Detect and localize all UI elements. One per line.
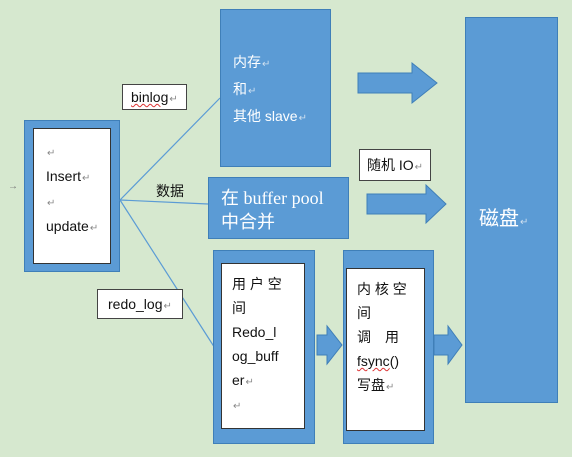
arrow-memory-to-disk xyxy=(357,61,438,105)
user-space-line3: Redo_l xyxy=(232,324,277,340)
enter-mark: ↵ xyxy=(163,301,172,312)
line-to-buffer-pool xyxy=(119,199,209,205)
user-space-line5: er xyxy=(232,372,245,388)
kernel-line6: 写盘 xyxy=(357,377,385,393)
enter-mark: ↵ xyxy=(82,173,91,184)
redo-log-label: redo_log↵ xyxy=(97,289,183,319)
enter-mark: ↵ xyxy=(248,86,257,97)
user-space-inner: 用 户 空 间 Redo_l og_buff er↵ ↵ xyxy=(221,263,305,429)
enter-mark: ↵ xyxy=(47,198,56,209)
enter-mark: ↵ xyxy=(262,59,271,70)
kernel-line2: 间 xyxy=(357,305,371,321)
source-box-inner: ↵ Insert↵ ↵ update↵ xyxy=(33,128,111,264)
enter-mark: ↵ xyxy=(386,382,395,393)
disk-box: 磁盘↵ xyxy=(465,17,558,403)
user-space-line1: 用 户 空 xyxy=(232,276,282,292)
arrow-user-to-kernel xyxy=(316,324,343,366)
kernel-line3: 调 用 xyxy=(357,329,399,345)
enter-mark: ↵ xyxy=(169,94,178,105)
kernel-line4: fsync xyxy=(357,353,390,369)
kernel-line5: () xyxy=(389,353,400,369)
arrow-kernel-to-disk xyxy=(433,324,463,366)
line-to-user-space xyxy=(119,199,221,357)
arrow-buffer-to-disk xyxy=(366,183,447,225)
enter-mark: ↵ xyxy=(520,217,529,228)
source-box: ↵ Insert↵ ↵ update↵ xyxy=(24,120,120,272)
enter-mark: ↵ xyxy=(414,162,424,173)
paragraph-mark-left: → xyxy=(8,181,18,192)
update-label: update xyxy=(46,218,89,234)
kernel-space-box: 内 核 空 间 调 用 fsync() 写盘↵ xyxy=(343,250,434,444)
binlog-label: binlog↵ xyxy=(122,84,187,110)
kernel-space-inner: 内 核 空 间 调 用 fsync() 写盘↵ xyxy=(346,268,425,431)
memory-slave-box: 内存↵ 和↵ 其他 slave↵ xyxy=(220,9,331,167)
buffer-pool-line2: 中合并 xyxy=(221,212,275,232)
enter-mark: ↵ xyxy=(89,223,99,234)
line-to-memory xyxy=(119,97,221,201)
enter-mark: ↵ xyxy=(47,148,56,159)
insert-label: Insert xyxy=(46,168,82,184)
buffer-pool-box: 在 buffer pool 中合并 xyxy=(208,177,349,239)
memory-line1: 内存 xyxy=(233,54,261,70)
random-io-label: 随机 IO↵ xyxy=(359,149,432,181)
user-space-line2: 间 xyxy=(232,300,246,316)
enter-mark: ↵ xyxy=(245,377,254,388)
disk-label: 磁盘 xyxy=(479,208,519,230)
user-space-box: 用 户 空 间 Redo_l og_buff er↵ ↵ xyxy=(213,250,315,444)
enter-mark: ↵ xyxy=(298,113,307,124)
user-space-line4: og_buff xyxy=(232,348,279,364)
buffer-pool-line1: 在 buffer pool xyxy=(221,188,324,208)
kernel-line1: 内 核 空 xyxy=(357,281,407,297)
enter-mark: ↵ xyxy=(233,401,242,412)
memory-line3: 其他 slave xyxy=(233,108,298,124)
memory-line2: 和 xyxy=(233,81,247,97)
data-label: 数据 xyxy=(154,181,186,201)
